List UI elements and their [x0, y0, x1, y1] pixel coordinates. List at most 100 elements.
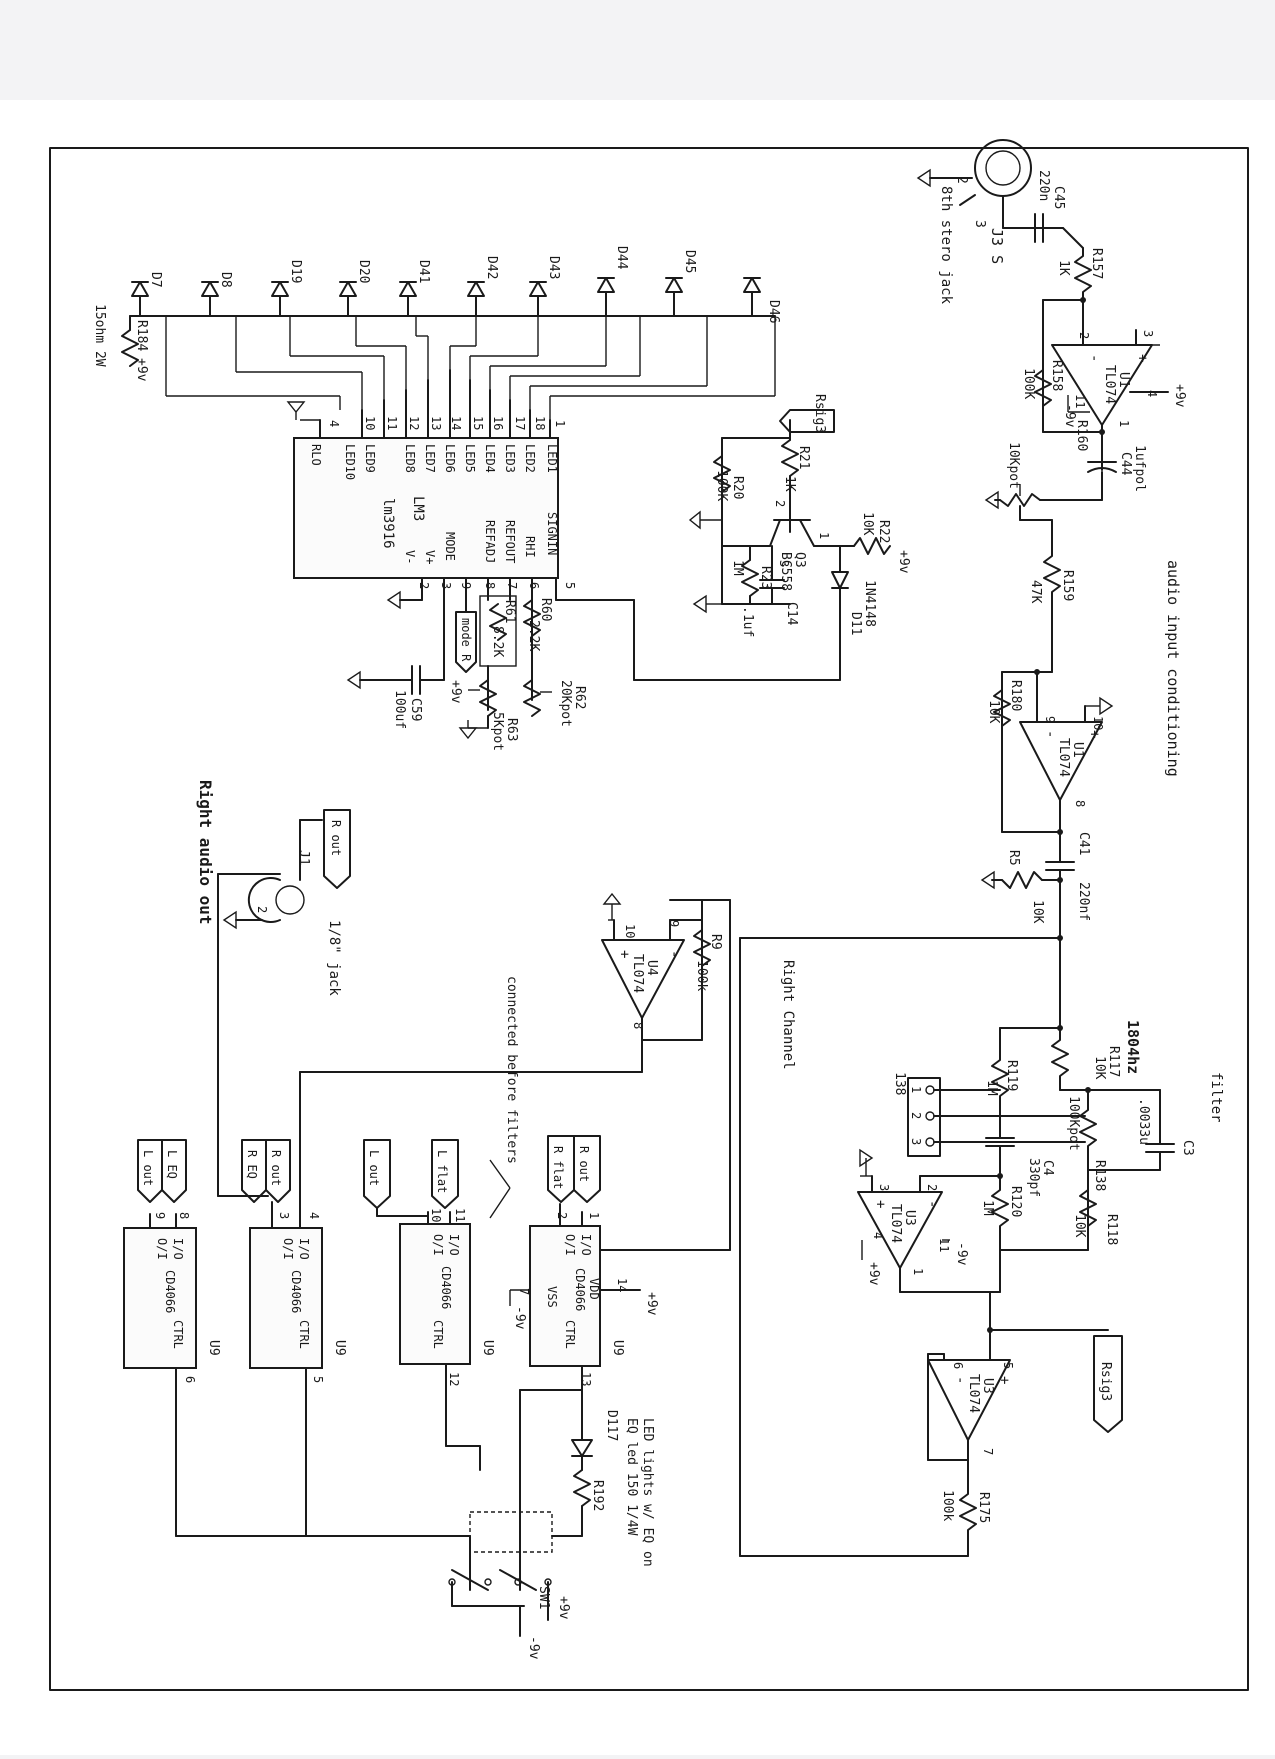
led-d19-label: D19 [288, 260, 303, 283]
pin-rlo: RLO [309, 444, 323, 466]
u3b-pin4: 4 [871, 1232, 885, 1239]
u9c-pin3: 3 [277, 1212, 291, 1219]
r159-value: 47K [1028, 580, 1043, 604]
r5-resistor [1001, 871, 1043, 889]
led-d44-label: D44 [614, 246, 629, 270]
rsig3-top-label: Rsig3 [812, 394, 827, 433]
u1a-name: U1 [1116, 372, 1131, 388]
pin-num-5: 5 [563, 582, 577, 589]
u3b-section: 3 2 - + U3 TL074 4 11 +9v -9v 1 [857, 1148, 1109, 1361]
pin-mode: MODE [443, 532, 457, 561]
r120-label: R120 [1008, 1186, 1023, 1217]
eq-led: D117 R192 LED lights w/ EQ on EQ led 150… [551, 1389, 655, 1567]
lm3916-ref: LM3 [410, 496, 426, 521]
d117-led [571, 1439, 593, 1457]
ground-symbol [1099, 696, 1114, 716]
r157-resistor [1074, 247, 1092, 301]
r184-label: R184 [134, 320, 149, 351]
pin-led9: LED9 [363, 444, 377, 473]
u3b-pin3: 3 [877, 1184, 891, 1191]
u9d-pin9: 9 [153, 1212, 167, 1219]
rsig3-tag-top [779, 409, 835, 433]
l-flat-tag [431, 1139, 459, 1209]
u4-pin9: 9 [667, 920, 681, 927]
r159-label: R159 [1060, 570, 1075, 601]
r-out-label: R out [329, 820, 343, 856]
u3c-name: U3 [980, 1378, 995, 1394]
u3c-section: 5 6 - + U3 TL074 7 R175 100k [739, 937, 1015, 1557]
r60-label: R60 [538, 598, 553, 621]
led-d43-label: D43 [546, 256, 561, 279]
r60-resistor [523, 599, 541, 637]
pin-num-8: 8 [483, 582, 497, 589]
u1c-section: R159 47K R180 10K 10 9 - + U1 TL074 8 [986, 539, 1114, 835]
r192-label: R192 [590, 1480, 605, 1511]
c41-r5-section: C41 220nf R5 10K [739, 831, 1091, 1021]
u9a-pwr-neg: -9v [512, 1306, 527, 1330]
led-d42-label: D42 [484, 256, 499, 279]
jumper-138-label: 138 [892, 1072, 907, 1095]
u9a-vss: VSS [545, 1286, 559, 1308]
pin-vminus: V- [403, 550, 417, 564]
r117-label: R117 [1106, 1046, 1121, 1077]
r158-value: 100K [1021, 368, 1036, 399]
l-out-label: L out [367, 1150, 381, 1186]
led-d45-label: D45 [682, 250, 697, 273]
u1c-minus: - [1042, 730, 1058, 738]
c4-label: C4 [1040, 1160, 1055, 1176]
r117-value: 10K [1092, 1056, 1107, 1080]
u9d-ctrl: CTRL [171, 1320, 185, 1349]
d11-type: 1N4148 [862, 580, 877, 627]
u3c-pin5: 5 [1001, 1362, 1015, 1369]
led-d46-label: D46 [766, 300, 781, 323]
r62-label: R62 [572, 686, 587, 709]
u9a-ctrl: CTRL [563, 1320, 577, 1349]
c41-label: C41 [1076, 832, 1091, 855]
cd4066-u9a: I/O O/I VDD CD4066 VSS CTRL U9 1 2 14 7 … [509, 1203, 659, 1391]
u3b-name: U3 [902, 1210, 917, 1226]
u1c-pin10: 10 [1091, 716, 1105, 730]
ground-symbol [286, 401, 306, 414]
r21-resistor [781, 439, 799, 477]
pin-rhi: RHI [523, 536, 537, 558]
filter-title: filter [1208, 1072, 1224, 1123]
pin-num-17: 17 [513, 416, 527, 430]
q3-label: Q3 [792, 552, 807, 568]
r120-value: 1M [980, 1200, 995, 1216]
ground-symbol [458, 727, 478, 740]
u1c-plus: + [1086, 730, 1102, 738]
pin-led4: LED4 [483, 444, 497, 473]
u9a-pwr-pos: +9v [644, 1292, 659, 1316]
r-eq-tag [241, 1139, 267, 1203]
lm3916-section: lm3916 LM3 LED1 LED2 LED3 LED4 LED5 LED6… [129, 315, 776, 589]
u3b-pin11: 11 [937, 1238, 951, 1252]
u1c-opamp [1019, 721, 1103, 801]
r20-label: R20 [730, 476, 745, 499]
r-flat-label: R flat [551, 1146, 565, 1189]
led-d20 [339, 281, 357, 317]
switch-sw1: SW1 +9v -9v [448, 1389, 571, 1660]
q3-pin2: 2 [773, 500, 787, 507]
r9-resistor [693, 929, 711, 967]
u9c-io: I/O [297, 1238, 311, 1260]
pin-signin: SIGNIN [545, 512, 559, 555]
r22-pwr: +9v [896, 550, 911, 574]
led-d7 [131, 281, 149, 317]
u9d-pin6: 6 [183, 1376, 197, 1383]
u3c-pin6: 6 [951, 1362, 965, 1369]
r160-pot [999, 493, 1041, 507]
connected-before-filters-note: connected before filters [504, 976, 519, 1164]
u9b-pin12: 12 [447, 1372, 461, 1386]
right-channel-label: Right Channel [780, 960, 796, 1070]
jumper-pin3: 3 [909, 1138, 923, 1145]
u3c-plus: + [996, 1376, 1012, 1384]
jack-j1-symbol [247, 877, 281, 923]
r62-pot [523, 679, 541, 717]
pin-led3: LED3 [503, 444, 517, 473]
mode-r-tag [455, 611, 477, 673]
r175-value: 100k [940, 1490, 955, 1521]
r22-resistor [853, 537, 891, 555]
r22-label: R22 [876, 520, 891, 543]
u9b-ctrl: CTRL [431, 1320, 445, 1349]
